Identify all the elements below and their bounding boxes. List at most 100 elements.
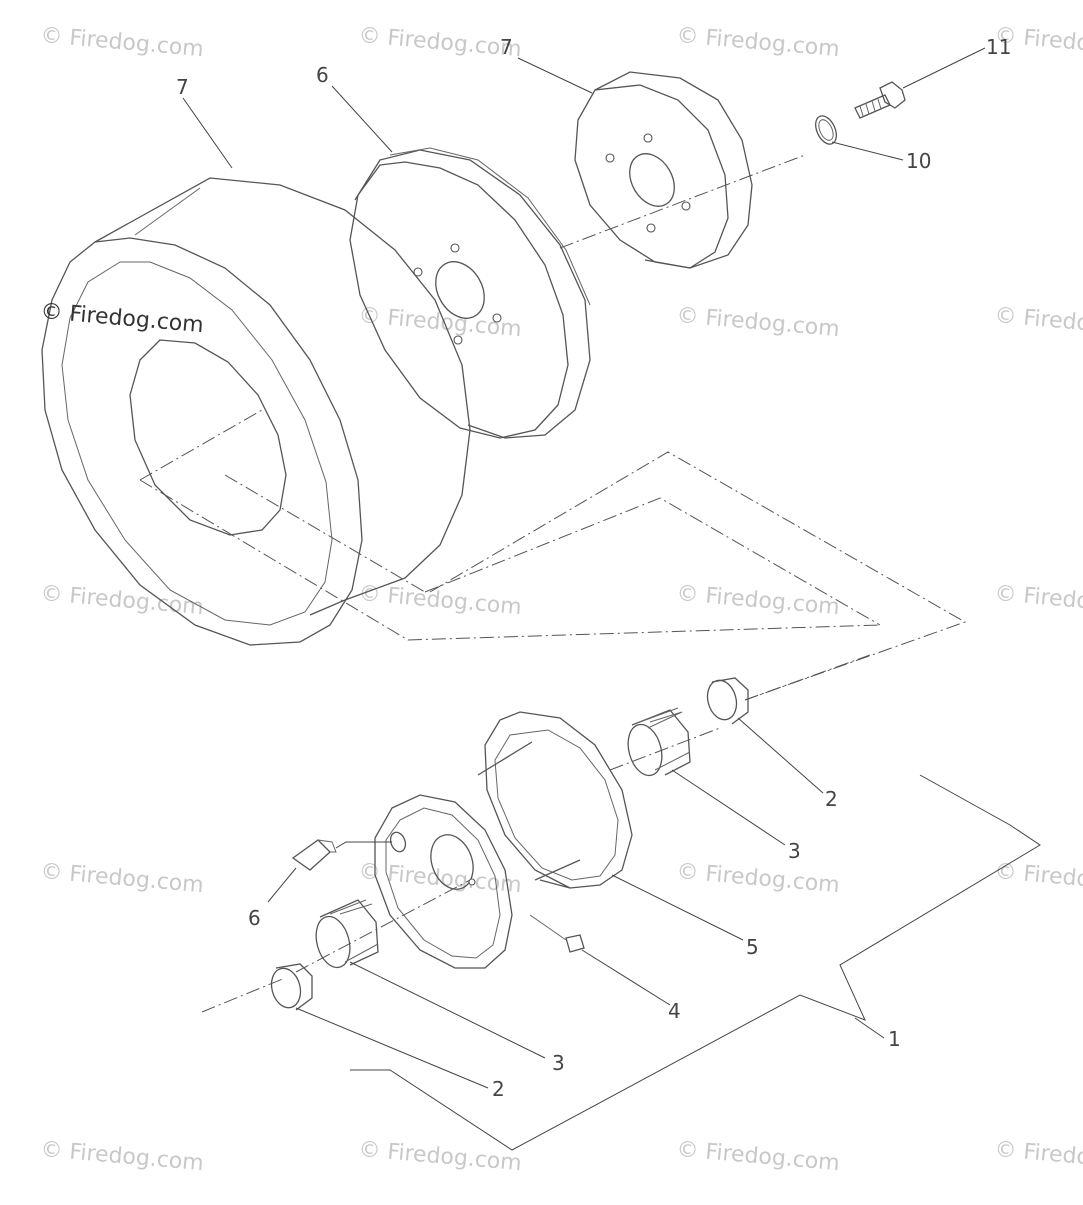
callout-2-lower: 2 (492, 1077, 505, 1101)
callout-6: 6 (248, 906, 261, 930)
plate-bolt-hole (681, 201, 691, 211)
axis-line (201, 977, 286, 1013)
watermark: © Firedog.com (357, 1137, 522, 1176)
callout-3-upper: 3 (788, 839, 801, 863)
callout-3-lower: 3 (552, 1051, 565, 1075)
watermark: © Firedog.com (675, 859, 840, 898)
watermark: © Firedog.com (357, 303, 522, 342)
axis-line (424, 497, 881, 626)
plate-bolt-hole (643, 133, 653, 143)
seal-face (270, 967, 302, 1009)
leader-5 (611, 874, 744, 941)
callout-8: 6 (316, 63, 329, 87)
leader-7 (182, 97, 233, 169)
leader-3-lower (349, 961, 546, 1059)
seal-body (711, 677, 749, 725)
callout-7: 7 (176, 75, 189, 99)
hub-grease-hole (468, 878, 476, 886)
callout-4: 4 (668, 999, 681, 1023)
assembly-bracket (350, 774, 1041, 1151)
axis-line (429, 451, 967, 701)
leader-2-lower (295, 1007, 489, 1089)
plate-bolt-hole (605, 153, 615, 163)
tire-outer-tread (94, 177, 471, 616)
watermark: © Firedog.com (675, 1137, 840, 1176)
tire-bore (129, 339, 287, 536)
watermark: © Firedog.com (357, 859, 522, 898)
axis-line (139, 479, 881, 641)
leader-8 (331, 85, 393, 153)
rim-outer-edge-2 (389, 147, 591, 306)
plate-center-hole (629, 153, 675, 207)
hub-barrel-top (477, 741, 533, 776)
rim-bolt-hole (492, 313, 502, 323)
washer-outer (815, 115, 837, 145)
leader-11 (902, 47, 986, 89)
bearing-rollers (639, 707, 691, 771)
watermark-main: © Firedog.com (39, 299, 204, 338)
rim-outer-edge (354, 149, 591, 439)
hub-part-5 (374, 711, 633, 969)
bolt-part-11 (854, 81, 906, 119)
watermark: © Firedog.com (993, 303, 1083, 342)
leader-3-upper (671, 769, 786, 846)
watermark: © Firedog.com (993, 1137, 1083, 1176)
axis-line (295, 879, 471, 973)
rim-face (349, 161, 569, 439)
leader-9 (517, 57, 593, 94)
watermark: © Firedog.com (39, 23, 204, 62)
watermark: © Firedog.com (993, 581, 1083, 620)
axis-line (744, 654, 871, 701)
valve-tip (317, 839, 337, 853)
hub-inner-flange-face (484, 719, 571, 889)
callout-5: 5 (746, 935, 759, 959)
rim-bolt-hole (453, 335, 463, 345)
plate-bolt-hole (646, 223, 656, 233)
hub-valve-hole (389, 831, 407, 853)
watermark: © Firedog.com (675, 303, 840, 342)
axis-line (609, 727, 721, 771)
seal-part-2-upper (706, 677, 749, 725)
lock-washer-part-10 (815, 115, 837, 145)
watermark: © Firedog.com (675, 23, 840, 62)
callout-2-upper: 2 (825, 787, 838, 811)
valve-stem-part-6 (291, 839, 392, 871)
watermark: © Firedog.com (357, 23, 522, 62)
rim-disc-part-8 (349, 147, 591, 439)
seal-face (706, 679, 738, 721)
grease-fitting-part-4 (529, 914, 585, 953)
bearing-face (315, 915, 351, 969)
rim-bolt-hole (450, 243, 460, 253)
plate-face (574, 84, 729, 269)
hub-barrel-bottom (534, 859, 581, 881)
bearing-part-3-upper (627, 707, 691, 777)
valve-line (335, 841, 392, 849)
axis-line (559, 154, 806, 249)
callout-10: 10 (906, 149, 931, 173)
valve-body (291, 839, 331, 871)
callout-1: 1 (888, 1027, 901, 1051)
bearing-part-3-lower (315, 899, 379, 969)
hub-outer-flange (374, 794, 513, 969)
fitting-body (565, 934, 585, 953)
hub-outer-flange-ring (385, 807, 501, 959)
bearing-body (319, 899, 379, 966)
bearing-body (631, 709, 691, 776)
hub-bore (430, 834, 474, 890)
tire-edge (134, 187, 201, 236)
bolt-head (879, 81, 906, 109)
seal-body (275, 963, 313, 1011)
watermark-layer: © Firedog.com © Firedog.com © Firedog.co… (39, 23, 1083, 1176)
callout-9: 7 (500, 35, 513, 59)
callout-11: 11 (986, 35, 1011, 59)
leader-10 (831, 141, 904, 161)
seal-part-2-lower (270, 963, 313, 1011)
bearing-rollers (329, 899, 379, 963)
watermark: © Firedog.com (39, 859, 204, 898)
rim-bolt-hole (413, 267, 423, 277)
tire-part-7 (41, 177, 471, 646)
wheel-plate-part-9 (574, 71, 753, 269)
watermark: © Firedog.com (39, 1137, 204, 1176)
